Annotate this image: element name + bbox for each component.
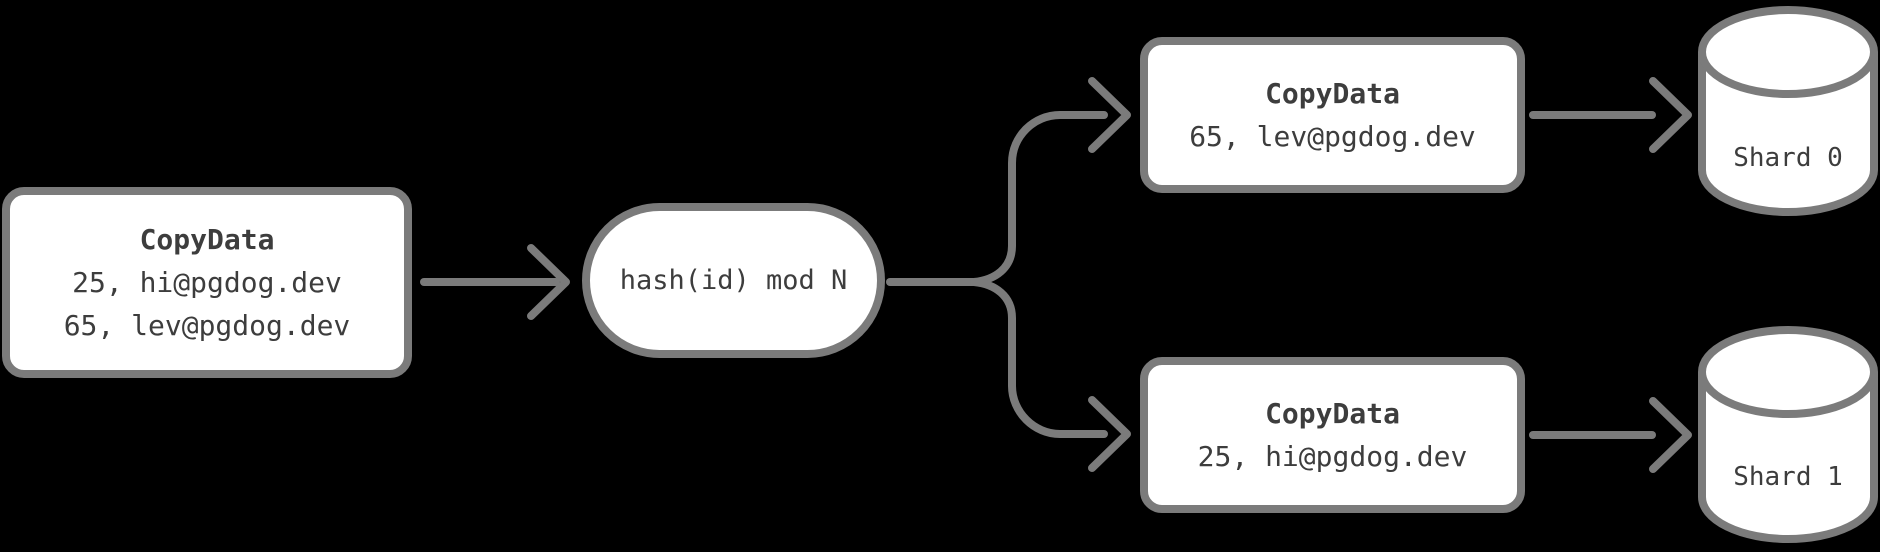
shard1-copydata-node: CopyData 25, hi@pgdog.dev [1140, 357, 1525, 513]
arrowhead-bottom-branch-icon [1088, 396, 1131, 472]
node-row: 25, hi@pgdog.dev [72, 266, 342, 299]
node-title: CopyData [1265, 77, 1400, 110]
node-row: 25, hi@pgdog.dev [1197, 440, 1468, 473]
arrowhead-shard0-icon [1649, 77, 1692, 153]
source-copydata-node: CopyData 25, hi@pgdog.dev 65, lev@pgdog.… [2, 187, 412, 378]
fork-branch-top [970, 111, 1108, 286]
shard0-database-label: Shard 0 [1733, 143, 1843, 173]
arrowhead-top-branch-icon [1088, 77, 1131, 153]
node-title: CopyData [1265, 397, 1400, 430]
shard0-copydata-node: CopyData 65, lev@pgdog.dev [1140, 37, 1525, 193]
node-title: CopyData [139, 223, 275, 256]
database-cylinder-shard0-icon [1698, 6, 1878, 216]
hash-function-label: hash(id) mod N [619, 265, 848, 296]
arrowhead-source-to-hash-icon [527, 244, 570, 320]
arrowhead-shard1-icon [1649, 397, 1692, 473]
hash-function-node: hash(id) mod N [582, 203, 885, 358]
shard1-database-label: Shard 1 [1733, 462, 1843, 492]
fork-branch-bottom [970, 278, 1108, 438]
database-cylinder-shard1-icon [1698, 326, 1878, 543]
node-row: 65, lev@pgdog.dev [63, 309, 351, 342]
node-row: 65, lev@pgdog.dev [1189, 120, 1476, 153]
